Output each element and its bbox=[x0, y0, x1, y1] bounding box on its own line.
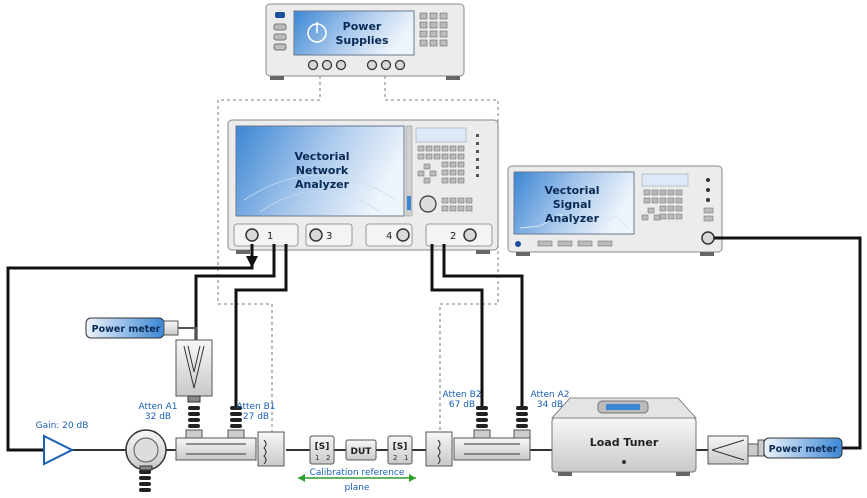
vna-screen bbox=[235, 125, 405, 217]
dut-block: DUT bbox=[345, 439, 377, 461]
dut-label: DUT bbox=[351, 447, 373, 457]
amplifier bbox=[43, 434, 75, 466]
vsa-label-2: Signal bbox=[553, 198, 592, 211]
vna-label-2: Network bbox=[296, 164, 349, 177]
calibration-label-1: Calibration reference bbox=[310, 468, 405, 478]
vna-port-4[interactable] bbox=[396, 228, 410, 242]
s-parameter-block-right: [S] 2 1 bbox=[387, 435, 413, 465]
atten-a2-value: 34 dB bbox=[537, 400, 563, 410]
vsa-label-1: Vectorial bbox=[544, 184, 599, 197]
atten-a1-value: 32 dB bbox=[145, 412, 171, 422]
atten-a2-name: Atten A2 bbox=[530, 390, 569, 400]
s-block-right-port-1: 1 bbox=[404, 454, 408, 462]
rf-cables bbox=[6, 236, 862, 452]
vna-label-1: Vectorial bbox=[294, 150, 349, 163]
vna-port-3-label: 3 bbox=[326, 231, 332, 242]
load-tuner-label: Load Tuner bbox=[590, 436, 659, 449]
bias-tee-right bbox=[425, 431, 453, 467]
atten-a1-name: Atten A1 bbox=[138, 402, 177, 412]
s-block-right-port-2: 2 bbox=[393, 454, 397, 462]
s-parameter-block-left: [S] 1 2 bbox=[309, 435, 335, 465]
vna-port-3[interactable] bbox=[309, 228, 323, 242]
s-block-left-port-2: 2 bbox=[326, 454, 330, 462]
vector-network-analyzer[interactable]: Vectorial Network Analyzer 1 3 4 bbox=[227, 119, 499, 254]
power-supplies-label-2: Supplies bbox=[335, 34, 389, 47]
calibration-label-2: plane bbox=[345, 483, 370, 493]
atten-b2-name: Atten B2 bbox=[442, 390, 481, 400]
vsa-screen bbox=[513, 171, 635, 235]
vsa-keypad[interactable] bbox=[641, 173, 689, 221]
vna-port-4-label: 4 bbox=[386, 231, 392, 242]
power-meter-right-label: Power meter bbox=[769, 444, 838, 455]
vna-dial[interactable] bbox=[419, 195, 437, 213]
power-supplies-screen bbox=[293, 10, 415, 56]
gain-label: Gain: 20 dB bbox=[36, 421, 89, 431]
vector-signal-analyzer[interactable]: Vectorial Signal Analyzer bbox=[507, 165, 723, 256]
atten-b1-name: Atten B1 bbox=[236, 402, 275, 412]
vna-port-2[interactable] bbox=[463, 228, 477, 242]
power-meter-left-label: Power meter bbox=[92, 324, 161, 335]
power-supplies-device[interactable]: Power Supplies bbox=[265, 3, 465, 80]
atten-b1-value: 27 dB bbox=[243, 412, 269, 422]
attenuator-stacks bbox=[139, 406, 528, 492]
coupler-left bbox=[175, 429, 257, 461]
power-splitter-right bbox=[707, 435, 759, 465]
circulator bbox=[125, 429, 167, 471]
s-block-right-symbol: [S] bbox=[393, 442, 408, 452]
vna-label-3: Analyzer bbox=[295, 178, 350, 191]
power-meter-left[interactable]: Power meter bbox=[85, 317, 197, 340]
vsa-rf-input[interactable] bbox=[701, 231, 715, 245]
power-splitter bbox=[175, 339, 213, 403]
power-meter-right[interactable]: Power meter bbox=[757, 437, 843, 459]
power-supplies-label-1: Power bbox=[343, 20, 382, 33]
vna-port-2-label: 2 bbox=[450, 231, 456, 242]
coupler-right bbox=[453, 429, 531, 461]
vsa-label-3: Analyzer bbox=[545, 212, 600, 225]
calibration-plane-marker: Calibration reference plane bbox=[298, 468, 416, 493]
vna-keypad[interactable] bbox=[415, 127, 467, 184]
dc-supply-lines bbox=[217, 76, 499, 440]
bias-tee-left bbox=[257, 431, 285, 467]
s-block-left-port-1: 1 bbox=[315, 454, 319, 462]
load-tuner[interactable]: Load Tuner bbox=[550, 397, 698, 476]
atten-b2-value: 67 dB bbox=[449, 400, 475, 410]
s-block-left-symbol: [S] bbox=[315, 442, 330, 452]
vna-port-1-label: 1 bbox=[267, 231, 273, 242]
